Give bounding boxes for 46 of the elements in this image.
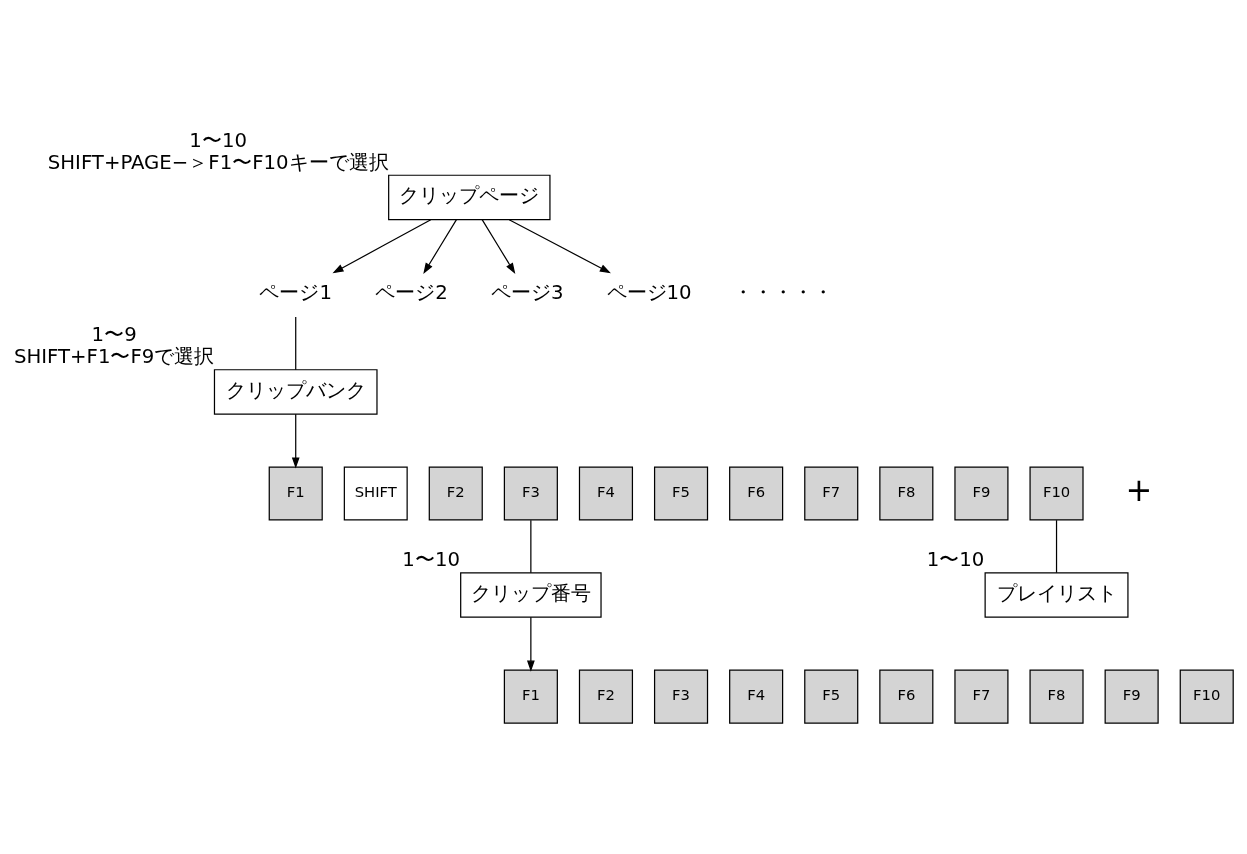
label: + bbox=[1125, 471, 1153, 510]
connector bbox=[1055, 519, 1058, 574]
node-text: ページ1 bbox=[259, 281, 332, 305]
node-box: クリップ番号 bbox=[460, 572, 602, 618]
node-box: F4 bbox=[578, 466, 634, 521]
node-text: ページ2 bbox=[375, 281, 448, 305]
arrow bbox=[526, 616, 535, 672]
label: ・・・・・ bbox=[733, 281, 834, 305]
node-box: SHIFT bbox=[343, 466, 408, 521]
node-box: F9 bbox=[954, 466, 1009, 521]
node-box: F6 bbox=[879, 669, 934, 724]
node-box: F3 bbox=[503, 466, 558, 521]
connector bbox=[530, 519, 532, 574]
node-box: クリップバンク bbox=[213, 369, 378, 415]
arrow bbox=[291, 413, 300, 469]
node-box: F8 bbox=[1029, 669, 1084, 724]
node-box: F7 bbox=[804, 466, 859, 521]
node-box: F9 bbox=[1104, 669, 1159, 724]
node-box: F10 bbox=[1029, 466, 1084, 521]
node-label: 1〜9 bbox=[91, 323, 137, 347]
node-text: ページ10 bbox=[606, 281, 692, 305]
node-box: F6 bbox=[729, 466, 784, 521]
node-box: F2 bbox=[428, 466, 483, 521]
node-label: 1〜10 bbox=[189, 128, 247, 152]
node-text: ページ3 bbox=[490, 281, 564, 305]
node-box: F8 bbox=[879, 466, 934, 521]
arrow bbox=[481, 219, 516, 275]
node-label: SHIFT+PAGE−＞F1〜F10キーで選択 bbox=[47, 150, 389, 174]
node-box: F3 bbox=[653, 669, 709, 724]
node-box: F5 bbox=[653, 466, 709, 521]
node-box: プレイリスト bbox=[984, 572, 1129, 618]
node-label: SHIFT+F1〜F9で選択 bbox=[13, 345, 215, 369]
node-label: 1〜10 bbox=[926, 548, 985, 572]
node-box: F4 bbox=[729, 669, 784, 724]
node-label: 1〜10 bbox=[402, 548, 460, 572]
node-box: F1 bbox=[503, 669, 558, 724]
arrow bbox=[508, 219, 611, 274]
connector bbox=[295, 316, 297, 371]
node-box: F2 bbox=[578, 669, 634, 724]
node-box: クリップページ bbox=[388, 174, 551, 221]
node-box: F7 bbox=[954, 669, 1009, 724]
arrow bbox=[332, 219, 432, 274]
node-box: F10 bbox=[1179, 669, 1234, 724]
node-box: F5 bbox=[804, 669, 859, 724]
node-box: F1 bbox=[268, 466, 323, 521]
arrow bbox=[423, 219, 458, 275]
